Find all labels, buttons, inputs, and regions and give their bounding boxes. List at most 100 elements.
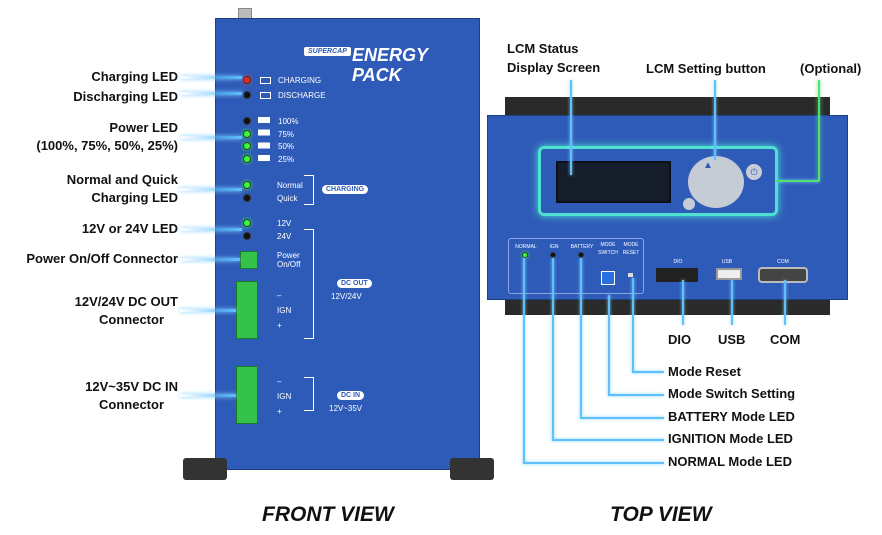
label-battery-led: BATTERY Mode LED xyxy=(668,409,795,424)
onoff-text: On/Off xyxy=(277,260,301,269)
label-dio: DIO xyxy=(668,332,692,347)
p50-text: 50% xyxy=(278,142,295,151)
mode-switch-text: MODE xyxy=(600,242,616,248)
power-button[interactable]: ⏻ xyxy=(746,164,762,180)
normal-charge-led xyxy=(243,181,251,189)
leader-line xyxy=(523,258,525,463)
front-foot-right xyxy=(450,458,494,480)
normal-mode-led xyxy=(522,252,528,258)
dpad-arrows-icon: ▲ xyxy=(703,160,713,171)
top-view-caption: TOP VIEW xyxy=(610,503,712,526)
leader-line xyxy=(608,394,664,396)
device-title-2: PACK xyxy=(352,65,402,85)
label-lcm-status-2: Display Screen xyxy=(507,60,601,75)
label-dc-out-2: Connector xyxy=(99,312,164,327)
leader-line xyxy=(552,439,664,441)
12v-led xyxy=(243,219,251,227)
esc-button[interactable] xyxy=(683,198,695,210)
dcin-ign: IGN xyxy=(277,392,292,401)
leader-line xyxy=(776,180,819,182)
battery-charging-icon xyxy=(260,77,271,84)
front-view-caption: FRONT VIEW xyxy=(262,503,394,526)
dcout-plus: + xyxy=(277,321,282,330)
battery-discharge-icon xyxy=(260,92,271,99)
dcout-bracket xyxy=(304,229,314,339)
lcm-display-screen xyxy=(556,161,671,203)
leader-line xyxy=(180,76,242,79)
discharge-led xyxy=(243,91,251,99)
mode-switch-dip[interactable] xyxy=(601,271,615,285)
mode-reset-button[interactable] xyxy=(628,273,633,277)
24v-led xyxy=(243,232,251,240)
leader-line xyxy=(180,228,242,231)
dcout-range: 12V/24V xyxy=(331,292,362,301)
mode-reset-text-2: RESET xyxy=(622,250,640,256)
com-port[interactable] xyxy=(758,267,808,283)
leader-line xyxy=(570,80,572,175)
label-discharging-led: Discharging LED xyxy=(73,89,178,104)
leader-line xyxy=(180,136,242,139)
power-100-led xyxy=(243,117,251,125)
charging-pill: CHARGING xyxy=(322,185,369,194)
12v-text: 12V xyxy=(277,219,292,228)
leader-line xyxy=(784,280,786,325)
dcin-minus: – xyxy=(277,377,282,386)
p75-text: 75% xyxy=(278,130,295,139)
usb-port[interactable] xyxy=(716,268,742,280)
label-usb: USB xyxy=(718,332,746,347)
leader-line xyxy=(180,258,240,261)
quick-text: Quick xyxy=(277,194,298,203)
leader-line xyxy=(552,258,554,440)
ignition-mode-led xyxy=(550,252,556,258)
supercap-logo: SUPERCAP xyxy=(304,47,351,56)
p25-text: 25% xyxy=(278,155,295,164)
battery-mode-led xyxy=(578,252,584,258)
label-power-connector: Power On/Off Connector xyxy=(26,251,178,266)
leader-line xyxy=(608,295,610,395)
mode-reset-text: MODE xyxy=(623,242,639,248)
24v-text: 24V xyxy=(277,232,292,241)
label-dc-in: 12V~35V DC IN xyxy=(85,379,178,394)
discharge-text: DISCHARGE xyxy=(278,91,326,100)
label-optional: (Optional) xyxy=(800,61,862,76)
battery-text: BATTERY xyxy=(570,244,594,250)
dio-connector[interactable] xyxy=(656,268,698,282)
label-lcm-status: LCM Status xyxy=(507,41,579,56)
leader-line xyxy=(523,462,664,464)
normal-text: NORMAL xyxy=(515,244,537,250)
leader-line xyxy=(632,278,634,372)
leader-line xyxy=(731,280,733,325)
ign-text: IGN xyxy=(549,244,559,250)
power-50-led xyxy=(243,142,251,150)
label-normal-led: NORMAL Mode LED xyxy=(668,454,792,469)
label-charging-led: Charging LED xyxy=(91,69,178,84)
label-mode-reset: Mode Reset xyxy=(668,364,741,379)
label-normal-quick-2: Charging LED xyxy=(91,190,178,205)
label-ignition-led: IGNITION Mode LED xyxy=(668,431,793,446)
lcm-dpad-button[interactable] xyxy=(688,156,744,208)
dcin-plus: + xyxy=(277,407,282,416)
top-view-device: ⏻ NORMAL IGN BATTERY MODE SWITCH MODE RE… xyxy=(487,115,848,300)
dc-out-connector[interactable] xyxy=(236,281,258,339)
power-75-led xyxy=(243,130,251,138)
leader-line xyxy=(180,92,242,95)
quick-charge-led xyxy=(243,194,251,202)
front-view-device: SUPERCAP ENERGY PACK CHARGING DISCHARGE … xyxy=(215,18,480,470)
battery-icons xyxy=(258,117,270,163)
leader-line xyxy=(580,417,664,419)
mode-switch-text-2: SWITCH xyxy=(598,250,618,256)
label-lcm-button: LCM Setting button xyxy=(646,61,766,76)
label-mode-switch: Mode Switch Setting xyxy=(668,386,796,401)
power-onoff-connector[interactable] xyxy=(240,251,258,269)
charging-bracket xyxy=(304,175,314,205)
charging-led xyxy=(243,76,251,84)
dcin-range: 12V~35V xyxy=(329,404,363,413)
dcout-ign: IGN xyxy=(277,306,292,315)
label-dc-in-2: Connector xyxy=(99,397,164,412)
device-title-1: ENERGY xyxy=(352,45,429,65)
label-12v-24v-led: 12V or 24V LED xyxy=(81,221,178,236)
usb-text: USB xyxy=(721,259,733,265)
dio-text: DIO xyxy=(673,259,683,265)
dc-in-connector[interactable] xyxy=(236,366,258,424)
normal-text: Normal xyxy=(277,181,303,190)
